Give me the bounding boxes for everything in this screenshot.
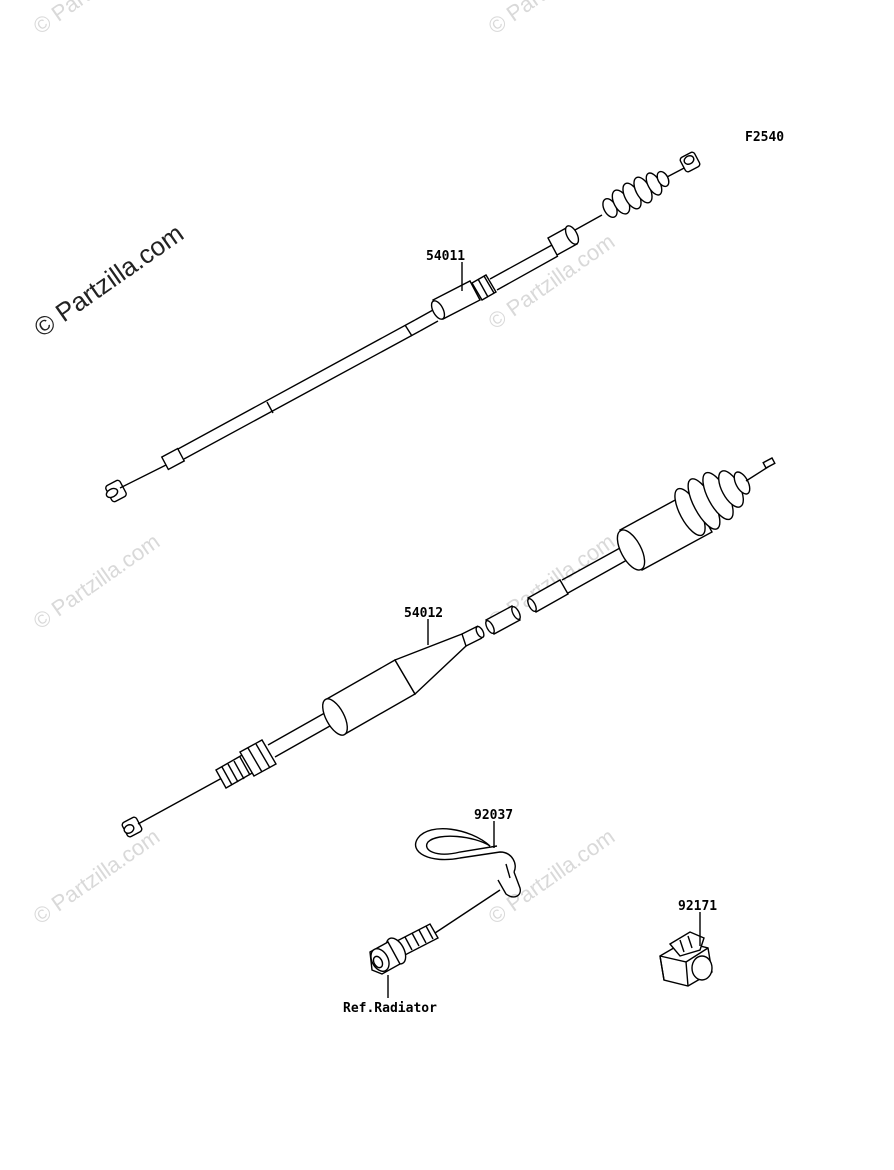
watermark-faint: © Partzilla.com xyxy=(29,824,165,930)
bolt-ref-radiator xyxy=(369,923,439,975)
watermark-faint: © Partzilla.com xyxy=(29,529,165,635)
guide-line xyxy=(431,889,501,936)
watermark-main: © Partzilla.com xyxy=(28,218,189,343)
cable-54012 xyxy=(121,457,776,838)
background-watermarks: © Partzilla.com © Partzilla.com © Partzi… xyxy=(29,0,620,929)
cable-54011 xyxy=(105,151,701,503)
watermark-faint: © Partzilla.com xyxy=(29,0,165,39)
part-number-54011: 54011 xyxy=(426,249,465,264)
figure-code: F2540 xyxy=(745,130,784,145)
watermark-faint: © Partzilla.com xyxy=(484,824,620,930)
reference-radiator: Ref.Radiator xyxy=(343,1001,437,1016)
part-number-54012: 54012 xyxy=(404,606,443,621)
clamp-92037 xyxy=(415,828,521,898)
part-number-92171: 92171 xyxy=(678,899,717,914)
watermark-faint: © Partzilla.com xyxy=(484,0,620,39)
part-number-92037: 92037 xyxy=(474,808,513,823)
holder-92171 xyxy=(659,931,713,987)
